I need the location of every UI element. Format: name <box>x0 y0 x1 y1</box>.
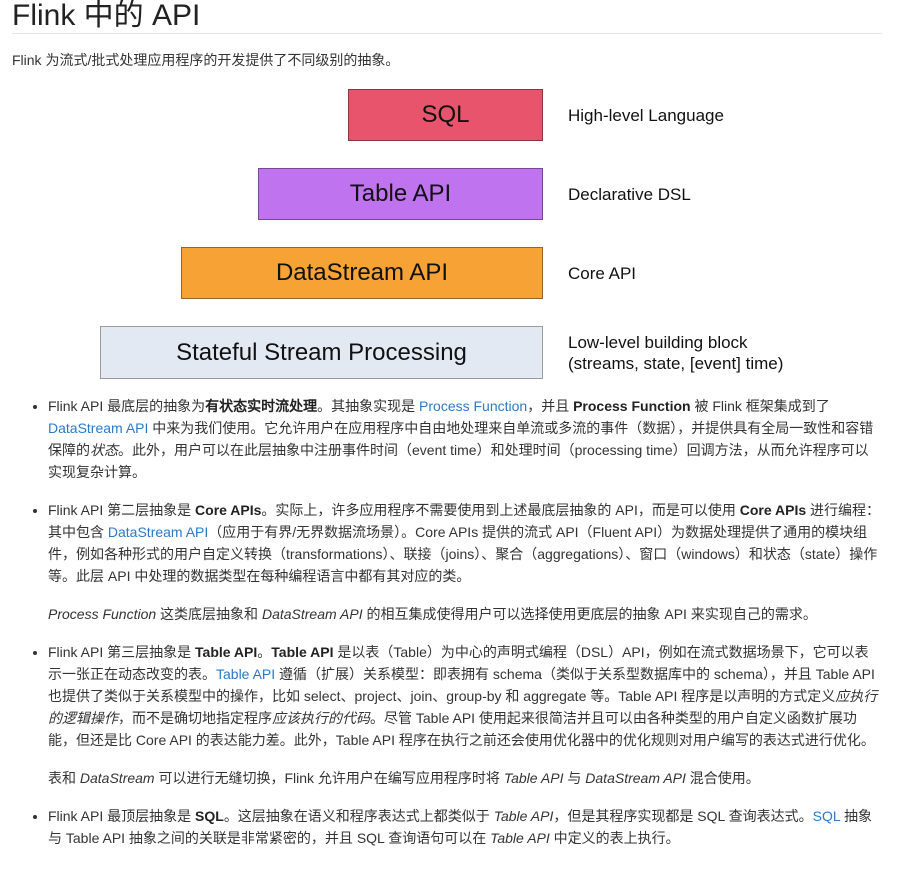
link-table-api[interactable]: Table API <box>216 666 276 682</box>
bold-term: Process Function <box>573 398 691 414</box>
body-text: Flink API 最顶层抽象是 <box>48 808 196 824</box>
italic-term: Table API <box>503 770 564 786</box>
link-process-function[interactable]: Process Function <box>419 398 528 414</box>
layer-table-api-box: Table API <box>258 168 543 220</box>
body-text: 遵循（扩展）关系模型：即表拥有 schema（类似于关系型数据库中的 schem… <box>48 666 875 704</box>
bold-term: Table API <box>195 644 258 660</box>
list-item: Flink API 第二层抽象是 Core APIs。实际上，许多应用程序不需要… <box>48 499 882 625</box>
layer-datastream-api-box: DataStream API <box>181 247 543 299</box>
link-datastream-api[interactable]: DataStream API <box>107 524 209 540</box>
link-datastream-api[interactable]: DataStream API <box>48 420 149 436</box>
body-text: Flink API 第二层抽象是 <box>48 502 196 518</box>
bold-term: Core APIs <box>739 502 807 518</box>
body-text: 。 <box>257 644 272 660</box>
body-text: 进行编程：其中包含 <box>48 502 881 540</box>
body-text: 可以进行无缝切换，Flink 允许用户在编写应用程序时将 <box>154 770 504 786</box>
body-text: 被 Flink 框架集成到了 <box>690 398 830 414</box>
body-text: Flink API 第三层抽象是 <box>48 644 196 660</box>
body-text: ，并且 <box>527 398 574 414</box>
layer-sql-description: High-level Language <box>568 89 724 141</box>
body-text: ，但是其程序实现都是 SQL 查询表达式。 <box>553 808 813 824</box>
page-title: Flink 中的 API <box>12 0 882 34</box>
body-text: 表和 <box>48 770 80 786</box>
list-item: Flink API 第三层抽象是 Table API。Table API 是以表… <box>48 641 882 789</box>
body-text: 与 <box>563 770 586 786</box>
bold-term: Core APIs <box>195 502 262 518</box>
doc-page: Flink 中的 API Flink 为流式/批式处理应用程序的开发提供了不同级… <box>0 0 906 849</box>
italic-term: Table API <box>493 808 554 824</box>
layer-sql-box: SQL <box>348 89 543 141</box>
bold-term: Table API <box>271 644 334 660</box>
layer-datastream-api-description: Core API <box>568 247 636 299</box>
bold-term: 有状态实时流处理 <box>205 398 318 414</box>
paragraph: Flink API 最顶层抽象是 SQL。这层抽象在语义和程序表达式上都类似于 … <box>48 805 882 849</box>
body-text: Flink API 最底层的抽象为 <box>48 398 206 414</box>
intro-paragraph: Flink 为流式/批式处理应用程序的开发提供了不同级别的抽象。 <box>12 52 400 68</box>
body-text: 是以表（Table）为中心的声明式编程（DSL）API，例如在流式数据场景下，它… <box>48 644 869 682</box>
body-text: ，而不是确切地指定程序 <box>118 710 272 726</box>
layer-table-api-desc-text: Declarative DSL <box>568 184 691 204</box>
api-layers-diagram: SQL High-level Language Table API Declar… <box>12 80 882 395</box>
layer-stateful-desc-line2: (streams, state, [event] time) <box>568 353 784 373</box>
layer-stateful-stream-description: Low-level building block (streams, state… <box>568 326 783 379</box>
layer-sql-label: SQL <box>421 101 470 128</box>
body-text: 。此外，用户可以在此层抽象中注册事件时间（event time）和处理时间（pr… <box>48 442 869 480</box>
body-text: 。尽管 Table API 使用起来很简洁并且可以由各种类型的用户自定义函数扩展… <box>48 710 875 748</box>
list-item: Flink API 最底层的抽象为有状态实时流处理。其抽象实现是 Process… <box>48 395 882 483</box>
italic-term: Process Function <box>48 606 157 622</box>
italic-term: DataStream <box>79 770 155 786</box>
abstraction-list: Flink API 最底层的抽象为有状态实时流处理。其抽象实现是 Process… <box>12 395 882 849</box>
body-text: 混合使用。 <box>685 770 760 786</box>
body-text: 中来为我们使用。它允许用户在应用程序中自由地处理来自单流或多流的事件（数据），并… <box>48 420 874 458</box>
italic-term: 应执行的逻辑操作 <box>48 688 878 726</box>
body-text: （应用于有界/无界数据流场景）。Core APIs 提供的流式 API（Flue… <box>48 524 878 584</box>
layer-table-api-description: Declarative DSL <box>568 168 691 220</box>
list-item: Flink API 最顶层抽象是 SQL。这层抽象在语义和程序表达式上都类似于 … <box>48 805 882 849</box>
body-text: 这类底层抽象和 <box>156 606 262 622</box>
layer-stateful-stream-label: Stateful Stream Processing <box>176 338 467 366</box>
paragraph: 表和 DataStream 可以进行无缝切换，Flink 允许用户在编写应用程序… <box>48 767 882 789</box>
layer-stateful-desc-line1: Low-level building block <box>568 332 748 352</box>
body-text: 。实际上，许多应用程序不需要使用到上述最底层抽象的 API，而是可以使用 <box>261 502 740 518</box>
layer-sql-desc-text: High-level Language <box>568 105 724 125</box>
italic-term: Table API <box>490 830 550 846</box>
italic-term: 应该执行的代码 <box>272 710 370 726</box>
paragraph: Flink API 最底层的抽象为有状态实时流处理。其抽象实现是 Process… <box>48 395 882 483</box>
body-text: 抽象与 Table API 抽象之间的关联是非常紧密的，并且 SQL 查询语句可… <box>48 808 873 846</box>
italic-term: DataStream API <box>585 770 686 786</box>
layer-datastream-api-label: DataStream API <box>275 259 449 286</box>
italic-term: 状态 <box>90 442 118 458</box>
italic-term: DataStream API <box>261 606 363 622</box>
body-text: 的相互集成使得用户可以选择使用更底层的抽象 API 来实现自己的需求。 <box>362 606 817 622</box>
bold-term: SQL <box>195 808 224 824</box>
paragraph: Flink API 第三层抽象是 Table API。Table API 是以表… <box>48 641 882 751</box>
layer-stateful-stream-box: Stateful Stream Processing <box>100 326 543 379</box>
layer-datastream-api-desc-text: Core API <box>568 263 637 283</box>
link-sql[interactable]: SQL <box>812 808 841 824</box>
layer-table-api-label: Table API <box>349 180 452 207</box>
paragraph: Process Function 这类底层抽象和 DataStream API … <box>48 603 882 625</box>
body-text: 。其抽象实现是 <box>317 398 420 414</box>
body-text: 。这层抽象在语义和程序表达式上都类似于 <box>223 808 494 824</box>
paragraph: Flink API 第二层抽象是 Core APIs。实际上，许多应用程序不需要… <box>48 499 882 587</box>
body-text: 中定义的表上执行。 <box>549 830 680 846</box>
